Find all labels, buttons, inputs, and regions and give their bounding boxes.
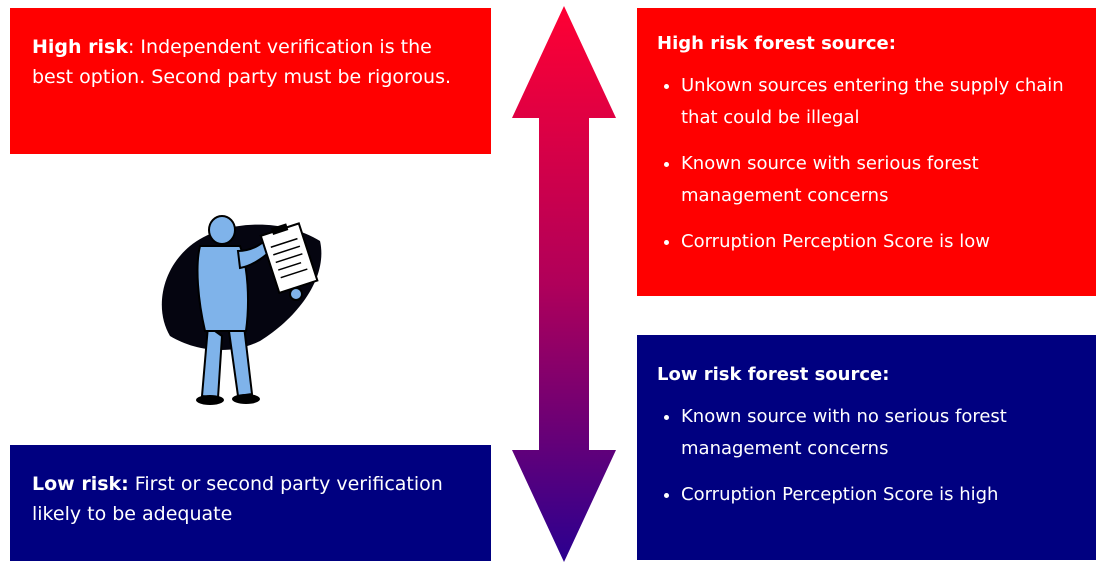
- high-risk-source-list: Unkown sources entering the supply chain…: [657, 70, 1076, 258]
- low-risk-source-box: Low risk forest source: Known source wit…: [637, 335, 1096, 560]
- list-item: Corruption Perception Score is low: [681, 226, 1076, 258]
- list-item: Known source with serious forest managem…: [681, 148, 1076, 212]
- low-risk-source-list: Known source with no serious forest mana…: [657, 401, 1076, 511]
- list-item: Known source with no serious forest mana…: [681, 401, 1076, 465]
- low-risk-text: First or second party verification likel…: [32, 473, 443, 525]
- high-risk-box: High risk: Independent verification is t…: [10, 8, 491, 154]
- risk-scale-arrow: [512, 6, 616, 562]
- high-risk-text: : Independent verification is the best o…: [32, 36, 452, 88]
- high-risk-source-title: High risk forest source:: [657, 33, 896, 54]
- low-risk-label: Low risk:: [32, 473, 129, 495]
- man-with-clipboard-icon: [161, 215, 322, 405]
- high-risk-label: High risk: [32, 36, 128, 58]
- low-risk-box: Low risk: First or second party verifica…: [10, 445, 491, 561]
- list-item: Unkown sources entering the supply chain…: [681, 70, 1076, 134]
- list-item: Corruption Perception Score is high: [681, 479, 1076, 511]
- low-risk-source-title: Low risk forest source:: [657, 364, 890, 385]
- high-risk-source-box: High risk forest source: Unkown sources …: [637, 8, 1096, 296]
